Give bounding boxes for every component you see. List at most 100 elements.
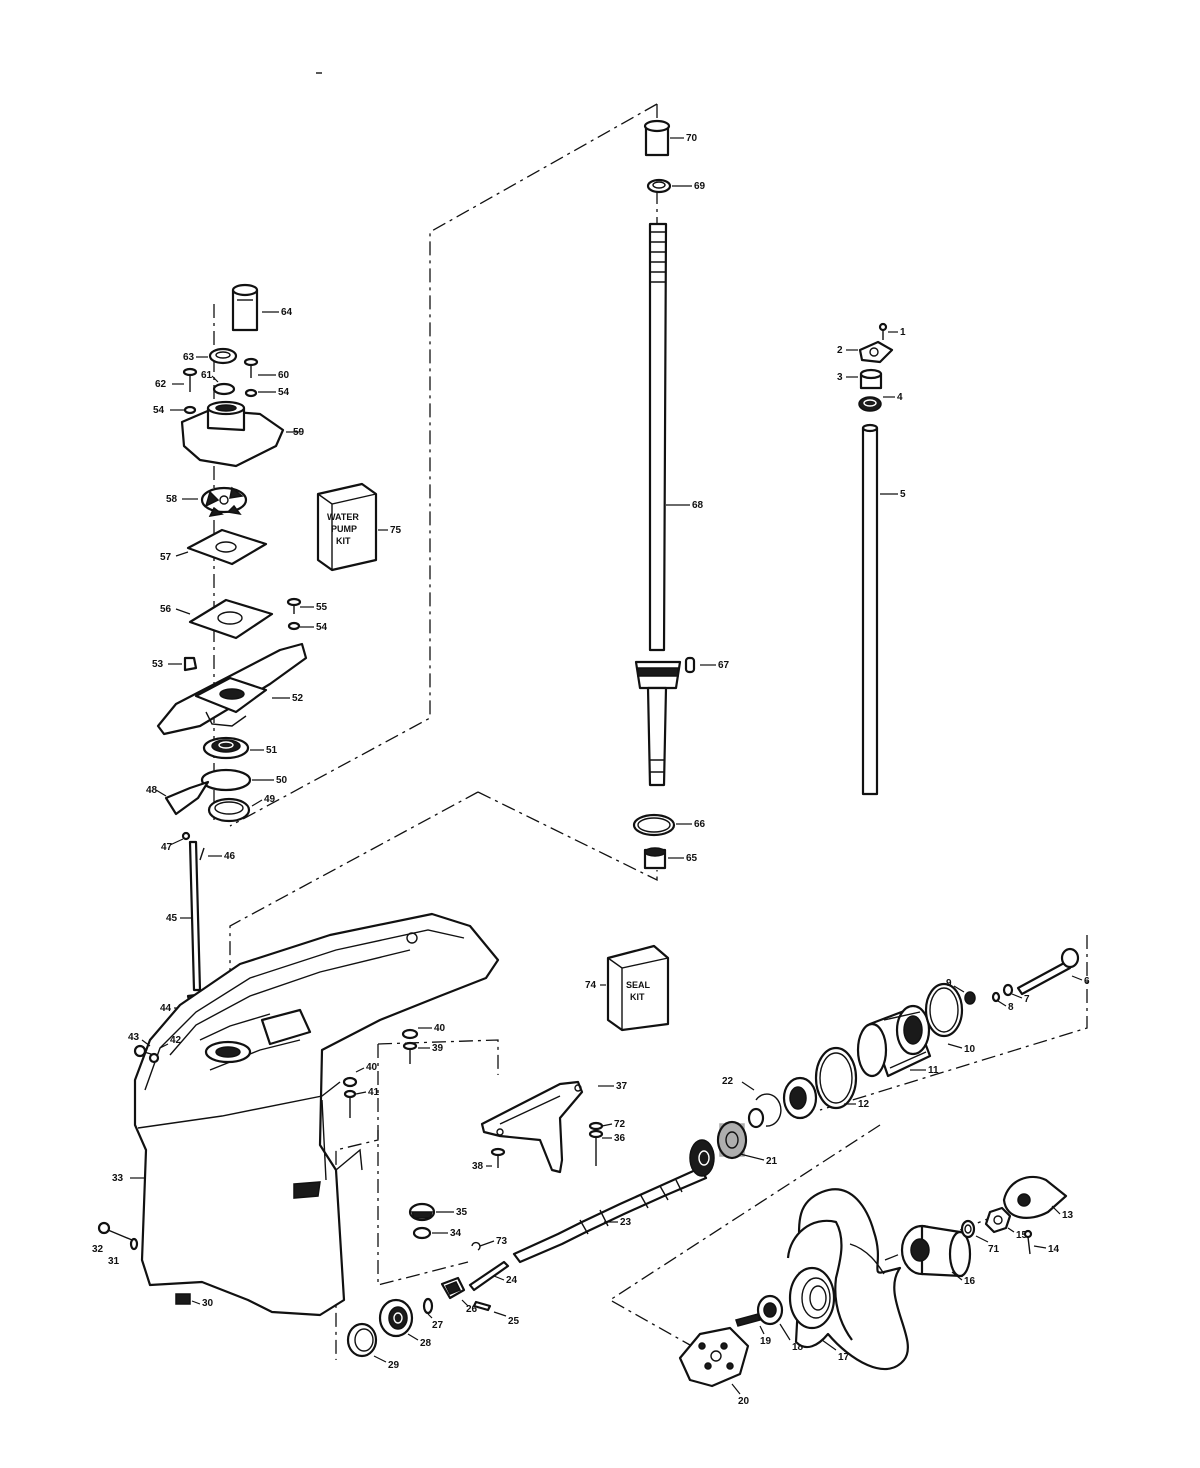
part-39-screw: 39 <box>402 1041 444 1064</box>
part-45-water-tube: 45 <box>166 840 202 992</box>
callout-6: 6 <box>1084 976 1090 987</box>
part-54-washer-upper-right: 54 <box>244 387 290 398</box>
part-61-o-ring: 61 <box>201 370 236 396</box>
part-40-washer-upper: 40 <box>401 1023 446 1040</box>
callout-57: 57 <box>160 552 172 563</box>
part-22-snap-ring: 22 <box>722 1076 782 1129</box>
part-8-washer: 8 <box>991 991 1014 1013</box>
callout-32: 32 <box>92 1244 104 1255</box>
part-2-bushing-cover: 2 <box>837 340 894 364</box>
callout-18: 18 <box>792 1342 804 1353</box>
callout-55: 55 <box>316 602 328 613</box>
callout-10: 10 <box>964 1044 976 1055</box>
callout-39: 39 <box>432 1043 444 1054</box>
part-10-o-ring: 10 <box>924 982 976 1055</box>
part-73-clip: 73 <box>471 1236 508 1251</box>
water-pump-kit-line1: WATER <box>327 512 359 522</box>
part-12-o-ring: 12 <box>814 1046 870 1110</box>
callout-66: 66 <box>694 819 706 830</box>
callout-4: 4 <box>897 392 903 403</box>
part-32-screw: 32 <box>92 1221 133 1255</box>
callout-53: 53 <box>152 659 164 670</box>
part-53-nut: 53 <box>152 656 198 672</box>
part-26-clutch: 26 <box>440 1276 478 1315</box>
callout-15: 15 <box>1016 1230 1028 1241</box>
callout-54-c: 54 <box>316 622 328 633</box>
callout-72: 72 <box>614 1119 626 1130</box>
callout-41: 41 <box>368 1087 380 1098</box>
part-6-bolt: 6 <box>1016 947 1090 996</box>
callout-68: 68 <box>692 500 704 511</box>
callout-63: 63 <box>183 352 195 363</box>
part-54-washer-lower: 54 <box>287 621 328 633</box>
part-11-bearing-carrier: 11 <box>856 1004 939 1078</box>
callout-35: 35 <box>456 1207 468 1218</box>
callout-43: 43 <box>128 1032 140 1043</box>
part-16-thrust-washer: 16 <box>900 1224 976 1287</box>
part-60-screw: 60 <box>243 357 290 381</box>
callout-19: 19 <box>760 1336 772 1347</box>
part-38-screw: 38 <box>472 1147 506 1172</box>
part-29-bearing-cup: 29 <box>346 1322 400 1371</box>
part-20-thrust-hub: 20 <box>678 1326 750 1407</box>
part-23-propeller-shaft: 23 <box>512 1166 708 1264</box>
callout-1: 1 <box>900 327 906 338</box>
callout-24: 24 <box>506 1275 518 1286</box>
callout-37: 37 <box>616 1081 628 1092</box>
callout-44: 44 <box>160 1003 172 1014</box>
callout-65: 65 <box>686 853 698 864</box>
callout-59: 59 <box>293 427 305 438</box>
callout-40-b: 40 <box>366 1062 378 1073</box>
part-51-bearing: 51 <box>202 736 278 760</box>
water-pump-kit-line2: PUMP <box>331 524 357 534</box>
callout-54-b: 54 <box>153 405 165 416</box>
part-7-washer: 7 <box>1002 983 1030 1005</box>
callout-3: 3 <box>837 372 843 383</box>
part-55-screw: 55 <box>286 597 328 614</box>
part-21-reverse-gear: 21 <box>689 1120 778 1177</box>
callout-9: 9 <box>946 978 952 989</box>
callout-40-a: 40 <box>434 1023 446 1034</box>
callout-38: 38 <box>472 1161 484 1172</box>
callout-16: 16 <box>964 1276 976 1287</box>
part-35-pinion-gear: 35 <box>408 1202 468 1222</box>
callout-11: 11 <box>928 1065 939 1076</box>
callout-47: 47 <box>161 842 173 853</box>
part-47-pin: 47 <box>161 831 191 853</box>
callout-7: 7 <box>1024 994 1030 1005</box>
callout-28: 28 <box>420 1338 432 1349</box>
callout-12: 12 <box>858 1099 870 1110</box>
callout-75: 75 <box>390 525 402 536</box>
callout-22: 22 <box>722 1076 734 1087</box>
part-64-tube: 64 <box>231 283 293 332</box>
callout-26: 26 <box>466 1304 478 1315</box>
part-25-pin: 25 <box>472 1300 520 1327</box>
water-pump-kit-line3: KIT <box>336 536 351 546</box>
part-50-o-ring: 50 <box>200 768 288 792</box>
callout-64: 64 <box>281 307 293 318</box>
callout-46: 46 <box>224 851 236 862</box>
part-19-pin: 19 <box>735 1313 772 1347</box>
part-bearing-carrier-gear <box>782 1076 818 1120</box>
part-66-o-ring: 66 <box>632 813 706 837</box>
part-59-pump-housing: 59 <box>180 400 305 468</box>
callout-34: 34 <box>450 1228 462 1239</box>
callout-2: 2 <box>837 345 843 356</box>
part-57-gasket: 57 <box>160 528 268 566</box>
callout-13: 13 <box>1062 1210 1074 1221</box>
part-27-washer: 27 <box>422 1297 444 1331</box>
callout-60: 60 <box>278 370 290 381</box>
callout-61: 61 <box>201 370 213 381</box>
part-1-screw: 1 <box>878 322 906 340</box>
part-28-forward-gear: 28 <box>378 1298 432 1349</box>
callout-21: 21 <box>766 1156 778 1167</box>
callout-17: 17 <box>838 1352 850 1363</box>
part-4-seal: 4 <box>858 392 903 412</box>
callout-20: 20 <box>738 1396 750 1407</box>
callout-71: 71 <box>988 1244 1000 1255</box>
callout-58: 58 <box>166 494 178 505</box>
part-52-plate: 52 <box>156 642 308 736</box>
part-56-plate: 56 <box>160 598 274 640</box>
part-31-washer: 31 <box>108 1237 139 1267</box>
part-13-cone-cap: 13 <box>1002 1175 1074 1221</box>
